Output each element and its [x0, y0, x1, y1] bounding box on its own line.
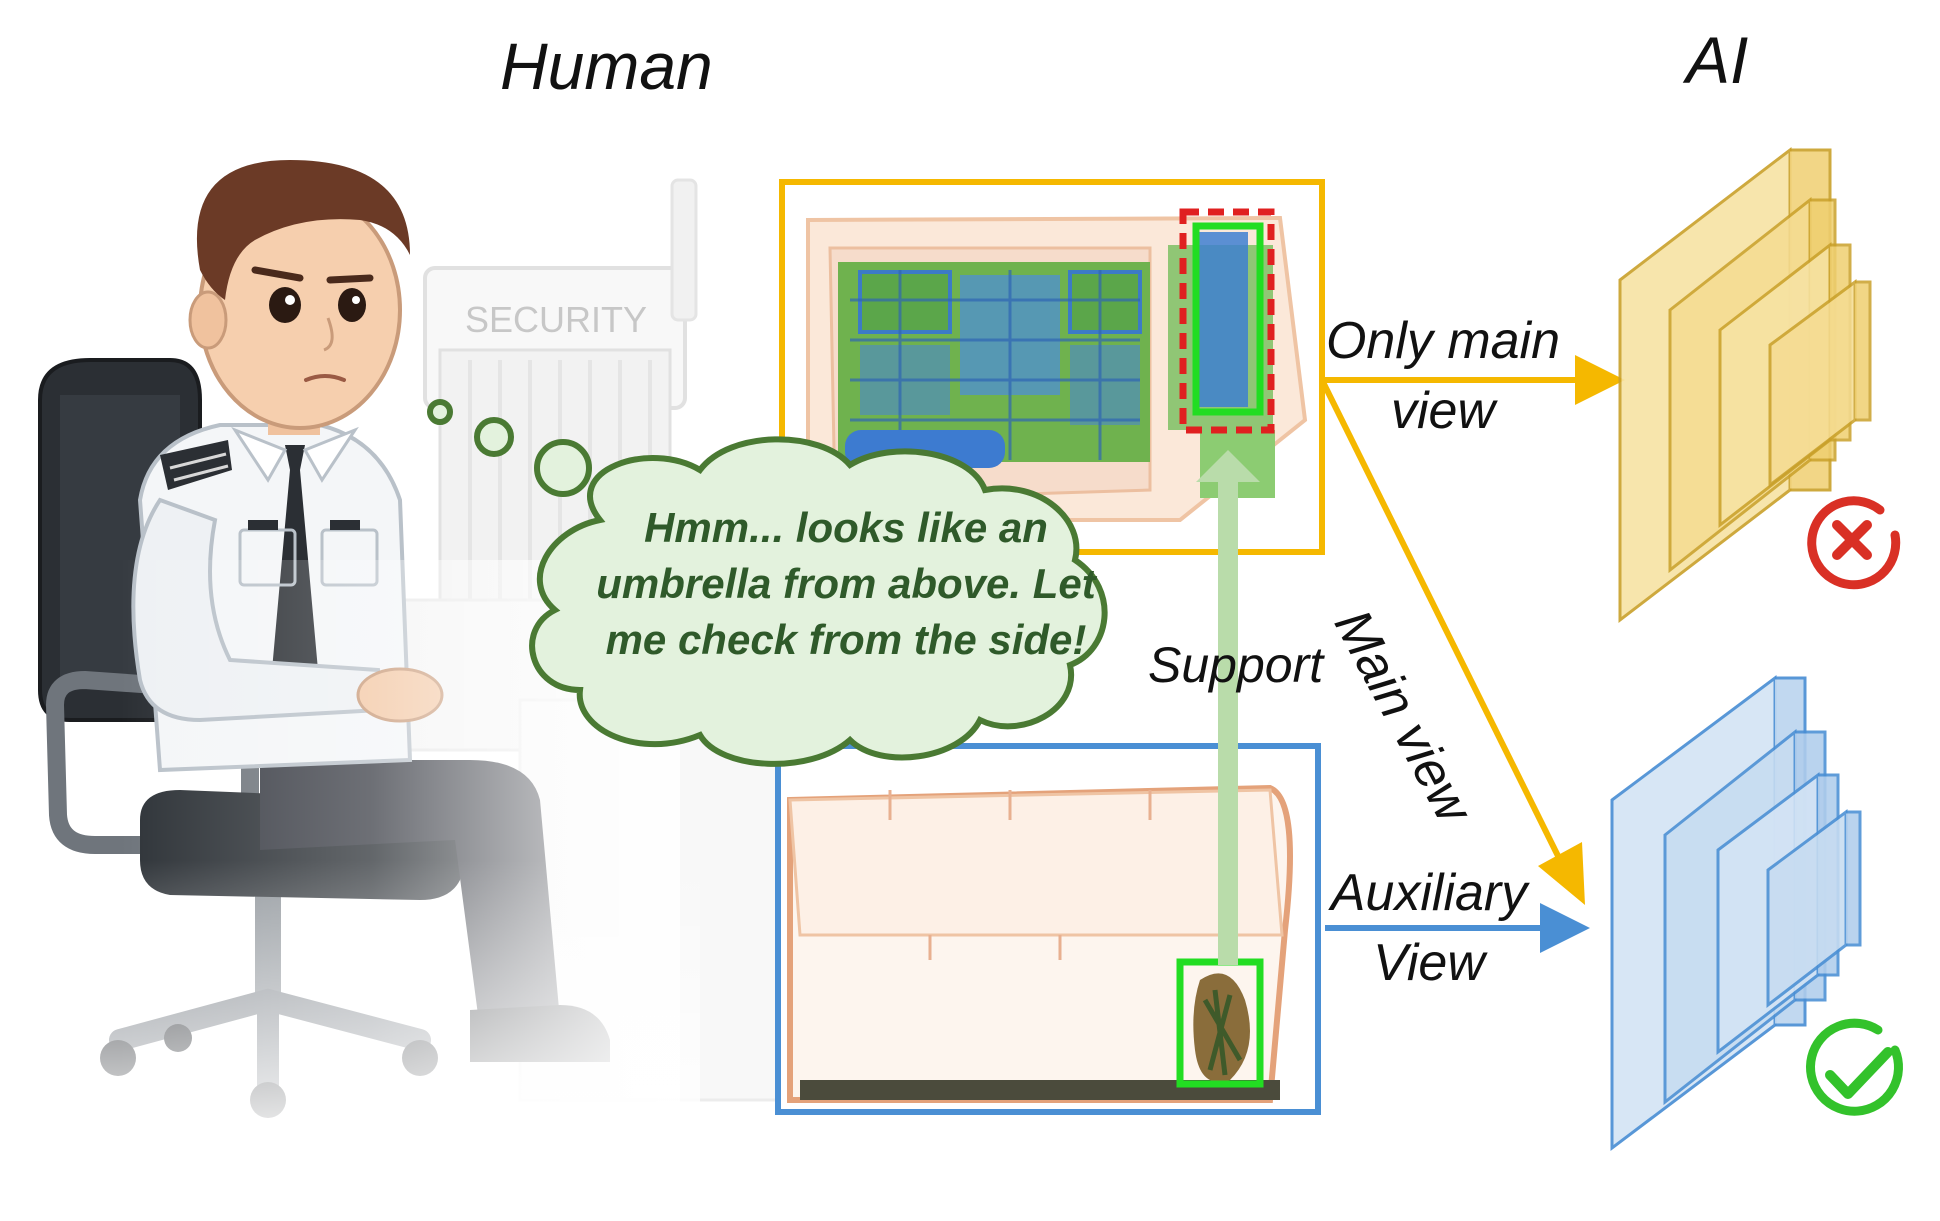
thought-dot-large: [534, 439, 592, 497]
uncertain-detection-box: [1179, 208, 1275, 434]
only-main-view-line1: Only main: [1325, 312, 1561, 370]
human-heading: Human: [500, 29, 713, 103]
thought-dot-medium: [474, 417, 514, 457]
ai-heading: AI: [1686, 23, 1749, 97]
ai-model-main-only: [1618, 146, 1872, 624]
thought-dot-small: [427, 399, 453, 425]
main-detection-box: [1192, 222, 1264, 416]
auxiliary-view-xray-image: [775, 743, 1321, 1115]
auxiliary-view-line2: View: [1373, 934, 1485, 992]
thought-bubble: [427, 399, 1108, 767]
only-main-view-label: Only main view: [1318, 306, 1568, 446]
scanner-sign-text: SECURITY: [465, 299, 647, 340]
support-label: Support: [1148, 637, 1324, 693]
thought-cloud: [529, 436, 1108, 767]
main-view-arrows: [1319, 355, 1625, 905]
fade-overlay-bottom: [0, 860, 700, 1120]
ai-model-multi-view: [1610, 675, 1862, 1152]
auxiliary-view-line1: Auxiliary: [1330, 864, 1528, 922]
auxiliary-view-arrow: [1325, 903, 1590, 953]
cross-circle-icon: [1807, 496, 1901, 590]
thought-bubble-text: Hmm... looks like an umbrella from above…: [596, 504, 1096, 663]
check-circle-icon: [1806, 1018, 1903, 1116]
support-arrow: [1196, 450, 1260, 965]
main-view-xray-image: [779, 179, 1325, 555]
auxiliary-view-label: Auxiliary View: [1318, 858, 1540, 998]
only-main-view-line2: view: [1390, 382, 1496, 440]
